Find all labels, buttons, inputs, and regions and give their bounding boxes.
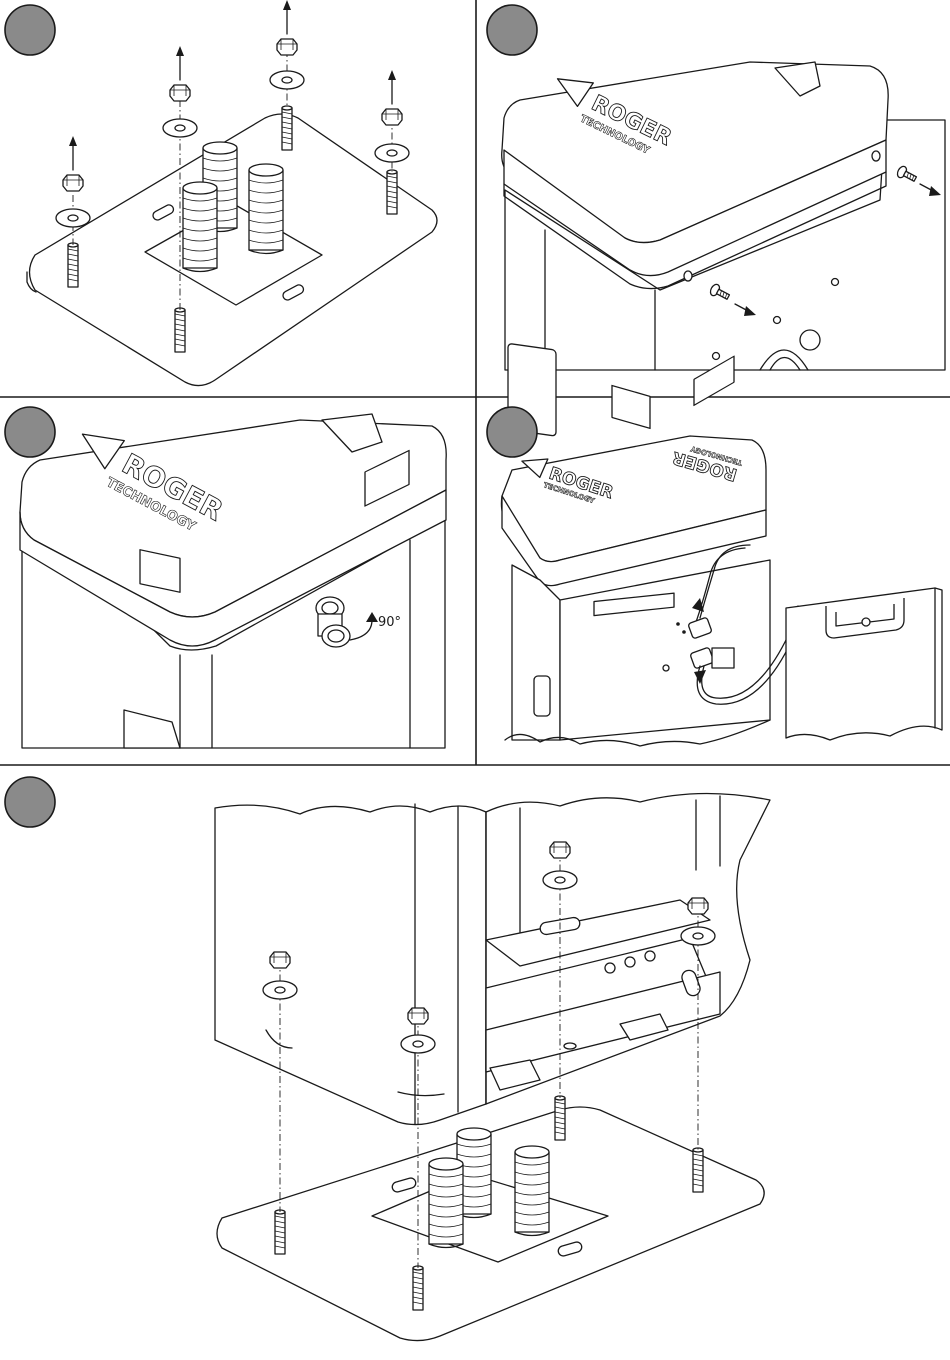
step-badge-4	[487, 407, 537, 457]
step-badge-3	[5, 407, 55, 457]
threaded-stud	[175, 308, 185, 352]
hex-nut	[688, 898, 708, 914]
coil-cylinder	[429, 1158, 463, 1248]
coil-cylinder	[183, 182, 217, 272]
panel-5	[5, 777, 770, 1341]
hex-nut	[550, 842, 570, 858]
coil-cylinder	[515, 1146, 549, 1236]
washer	[163, 119, 197, 137]
arrow-up-icon	[69, 136, 77, 170]
step-badge-5	[5, 777, 55, 827]
arrow-up-icon	[283, 0, 291, 34]
threaded-stud	[555, 1096, 565, 1140]
washer	[56, 209, 90, 227]
hex-nut	[408, 1008, 428, 1024]
hex-nut	[382, 109, 402, 125]
threaded-stud	[68, 243, 78, 287]
hex-nut	[277, 39, 297, 55]
arrow-up-icon	[176, 46, 184, 80]
panel-3: ROGER TECHNOLOGY 90°	[5, 407, 446, 748]
washer	[270, 71, 304, 89]
hex-nut	[270, 952, 290, 968]
washer	[681, 927, 715, 945]
threaded-stud	[387, 170, 397, 214]
washer	[401, 1035, 435, 1053]
threaded-stud	[282, 106, 292, 150]
step-badge-2	[487, 5, 537, 55]
washer	[543, 871, 577, 889]
housing-body	[215, 805, 486, 1124]
threaded-stud	[693, 1148, 703, 1192]
threaded-stud	[275, 1210, 285, 1254]
arrow-up-icon	[388, 70, 396, 104]
hex-nut	[63, 175, 83, 191]
hex-nut	[170, 85, 190, 101]
coil-cylinder	[249, 164, 283, 254]
step-badge-1	[5, 5, 55, 55]
threaded-stud	[413, 1266, 423, 1310]
panel-1	[5, 0, 437, 386]
rotation-angle-label: 90°	[378, 615, 401, 630]
washer	[375, 144, 409, 162]
washer	[263, 981, 297, 999]
